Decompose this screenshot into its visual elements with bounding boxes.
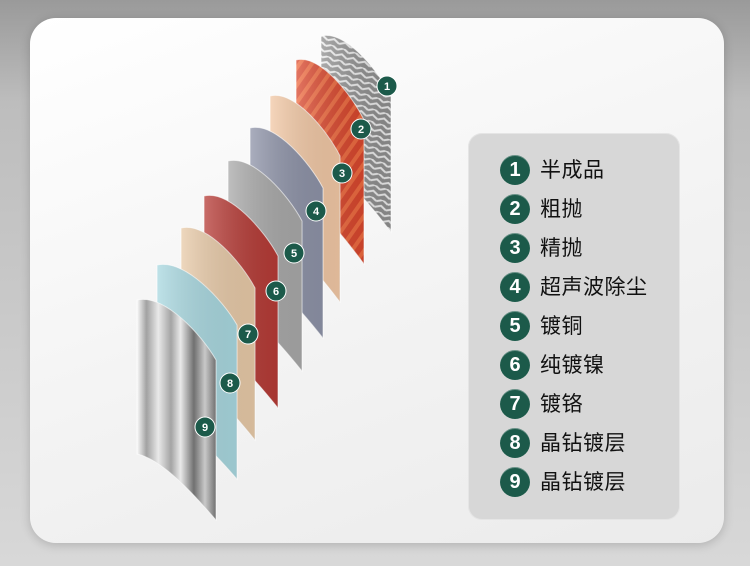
legend-label: 纯镀镍 [540,352,605,377]
layer-shading [137,299,216,520]
layer-number-label: 4 [313,206,320,218]
legend-item: 2 粗抛 [500,194,583,224]
layer-number-label: 8 [227,378,233,390]
legend-label: 晶钻镀层 [540,469,626,494]
layer-number-label: 5 [291,248,297,260]
legend-number-badge: 4 [500,272,530,302]
layer-number-badge [376,75,398,97]
layer-number-label: 6 [273,286,279,298]
legend-number-badge: 2 [500,194,530,224]
layer-number-label: 3 [339,168,345,180]
layer-number-badge [350,118,372,140]
layer-number-label: 1 [384,81,390,93]
legend-number-badge: 6 [500,350,530,380]
process-legend: 1 半成品 2 粗抛 3 精抛 4 超声波除尘 5 镀铜 6 纯镀镍 7 镀铬 … [468,133,680,520]
legend-item: 5 镀铜 [500,311,583,341]
legend-number-badge: 8 [500,428,530,458]
legend-label: 镀铜 [540,313,583,338]
legend-label: 粗抛 [540,196,583,221]
legend-number-badge: 3 [500,233,530,263]
legend-item: 6 纯镀镍 [500,350,605,380]
layer-number-badge [331,162,353,184]
legend-label: 超声波除尘 [540,274,648,299]
legend-item: 4 超声波除尘 [500,272,648,302]
layer-number-badge [265,280,287,302]
legend-label: 镀铬 [540,391,583,416]
layer-number-badge [283,242,305,264]
legend-number-badge: 5 [500,311,530,341]
legend-number-badge: 9 [500,467,530,497]
legend-item: 3 精抛 [500,233,583,263]
layer-number-label: 7 [245,329,251,341]
layer-number-badge [237,323,259,345]
legend-label: 精抛 [540,235,583,260]
layer-number-badge [305,200,327,222]
legend-item: 9 晶钻镀层 [500,467,626,497]
legend-number-badge: 7 [500,389,530,419]
legend-number-badge: 1 [500,155,530,185]
legend-item: 7 镀铬 [500,389,583,419]
legend-item: 1 半成品 [500,155,605,185]
legend-item: 8 晶钻镀层 [500,428,626,458]
legend-label: 半成品 [540,157,605,182]
layer-number-label: 2 [358,124,364,136]
layer-number-label: 9 [202,422,208,434]
layer-number-badge [194,416,216,438]
layer-number-badge [219,372,241,394]
legend-label: 晶钻镀层 [540,430,626,455]
